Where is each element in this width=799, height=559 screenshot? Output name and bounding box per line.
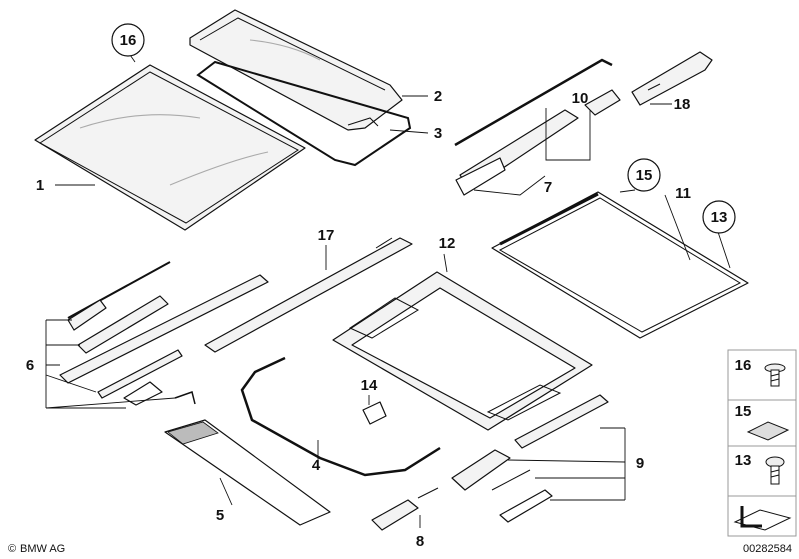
callout-3: 3 [434, 125, 442, 142]
callout-8: 8 [416, 533, 424, 550]
callout-7: 7 [544, 179, 552, 196]
callout-12: 12 [439, 235, 456, 252]
callout-13: 13 [711, 209, 728, 226]
brand-label: BMW AG [20, 543, 65, 555]
callout-6: 6 [26, 357, 34, 374]
callout-2: 2 [434, 88, 442, 105]
leader-lines [45, 51, 731, 528]
callout-4: 4 [312, 457, 321, 474]
callout-11: 11 [675, 185, 691, 202]
callout-18: 18 [674, 96, 691, 113]
part-9-bracket-set [451, 394, 609, 523]
part-18-bracket [631, 51, 713, 106]
screw-icon [764, 363, 786, 387]
legend-panel: 16 15 13 [727, 349, 797, 537]
part-5-deflector [164, 419, 331, 526]
part-10-rail [454, 58, 621, 196]
legend-label-15: 15 [735, 403, 752, 420]
callout-17: 17 [318, 227, 335, 244]
callout-circle-13 [702, 200, 736, 234]
callout-16: 16 [120, 32, 137, 49]
part-11-sunshade-frame [491, 191, 749, 339]
part-4-drain-hose [240, 356, 441, 477]
callout-15: 15 [636, 167, 653, 184]
bolt-icon [765, 456, 785, 485]
part-14-clip [362, 401, 387, 425]
part-12-roof-frame [332, 271, 593, 431]
arrow-icon [733, 506, 792, 531]
part-17-guide-rail [204, 237, 413, 353]
diagram-number: 00282584 [743, 543, 792, 555]
callout-9: 9 [636, 455, 644, 472]
pad-icon [746, 421, 790, 441]
part-6-group [59, 261, 269, 406]
part-1-glass-panel [34, 64, 306, 231]
legend-label-16: 16 [735, 357, 752, 374]
callout-5: 5 [216, 507, 224, 524]
callout-circle-16 [111, 23, 145, 57]
legend-label-13: 13 [735, 452, 752, 469]
callout-10: 10 [572, 90, 589, 107]
callout-circle-15 [627, 158, 661, 192]
callout-1: 1 [36, 177, 44, 194]
part-3-seal [196, 60, 412, 167]
part-8-motor [371, 487, 439, 531]
callout-14: 14 [361, 377, 378, 394]
copyright-symbol: © [8, 543, 16, 555]
